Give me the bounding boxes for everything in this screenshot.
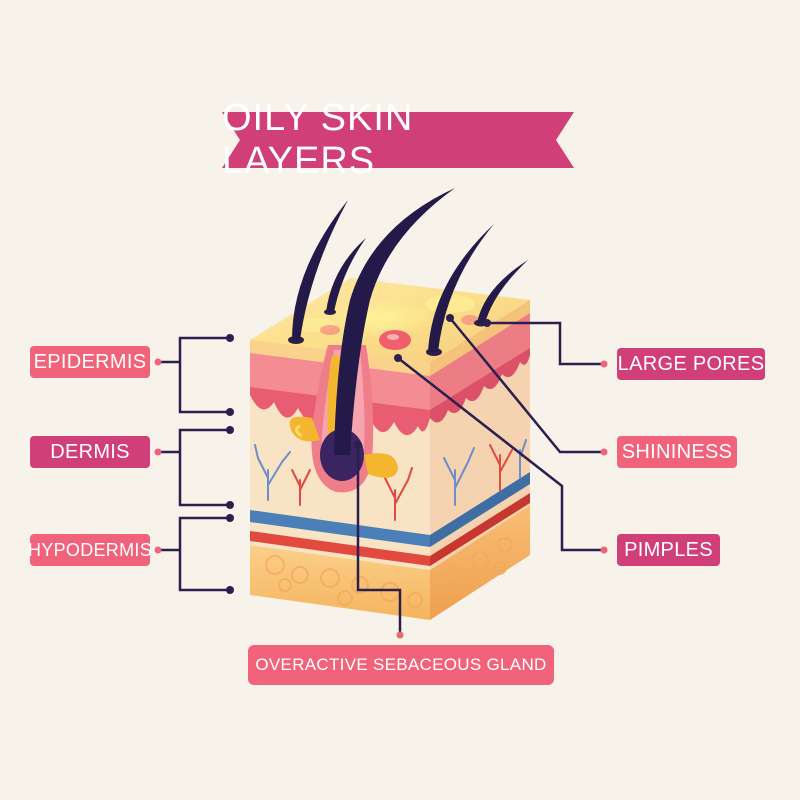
hypodermis-side bbox=[430, 505, 530, 620]
leader-lines bbox=[158, 317, 604, 635]
label-sebaceous-gland: OVERACTIVE SEBACEOUS GLAND bbox=[248, 645, 554, 685]
epidermis-side bbox=[430, 300, 530, 418]
diagram-title: OILY SKIN LAYERS bbox=[222, 97, 414, 182]
hair-main bbox=[334, 188, 455, 455]
vessel-bands bbox=[250, 472, 530, 566]
skin-block bbox=[250, 278, 530, 620]
label-dots bbox=[154, 358, 608, 639]
title-banner bbox=[222, 112, 574, 168]
hairs bbox=[292, 188, 528, 455]
leader-dots bbox=[226, 314, 491, 594]
label-hypodermis: HYPODERMIS bbox=[28, 534, 152, 566]
pimple bbox=[379, 330, 411, 350]
label-epidermis: EPIDERMIS bbox=[30, 346, 150, 378]
hair-left bbox=[292, 200, 348, 340]
label-dermis: DERMIS bbox=[30, 436, 150, 468]
label-pimples: PIMPLES bbox=[617, 534, 720, 566]
label-shininess: SHININESS bbox=[617, 436, 737, 468]
label-large-pores: LARGE PORES bbox=[617, 348, 765, 380]
hair-far-right bbox=[477, 260, 528, 323]
hair-mid bbox=[326, 238, 366, 312]
hair-right bbox=[428, 224, 494, 352]
